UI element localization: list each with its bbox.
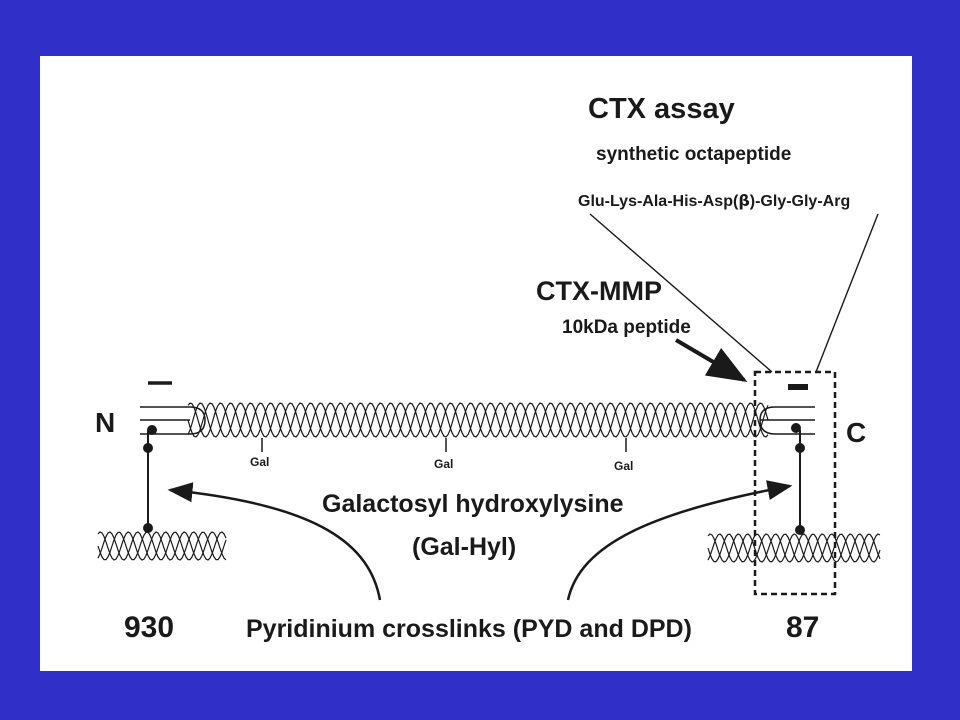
n-telopeptide [140, 381, 206, 435]
gal-site-1: Gal [250, 438, 269, 469]
svg-text:Gal: Gal [614, 459, 633, 473]
peptide-sequence: Glu-Lys-Ala-His-Asp(β)-Gly-Gly-Arg [578, 191, 850, 210]
pyridinium-arrow-right [566, 480, 793, 601]
crosslink-left [143, 425, 157, 533]
residue-87-label: 87 [786, 611, 819, 644]
pyridinium-crosslinks-label: Pyridinium crosslinks (PYD and DPD) [246, 615, 692, 643]
ctx-assay-title: CTX assay [588, 93, 735, 125]
triple-helix-adjacent-right [707, 533, 881, 563]
helix-strand [707, 533, 881, 563]
n-terminus-label: N [95, 407, 115, 438]
assay-pointer-line-left [589, 213, 773, 373]
galactosyl-hydroxylysine-label: Galactosyl hydroxylysine [322, 490, 624, 518]
assay-pointer-line-right [815, 213, 879, 373]
helix-strand [187, 402, 769, 438]
helix-strand [97, 531, 227, 561]
diagram-panel [40, 56, 912, 671]
svg-text:Gal: Gal [434, 457, 453, 471]
residue-930-label: 930 [124, 611, 174, 644]
triple-helix-main [187, 402, 769, 438]
svg-text:Gal: Gal [250, 455, 269, 469]
c-terminus-label: C [846, 417, 866, 448]
gal-site-3: Gal [614, 438, 633, 473]
ten-kda-peptide-label: 10kDa peptide [562, 317, 691, 338]
helix-strand [187, 402, 769, 438]
helix-strand [97, 531, 227, 561]
ctx-region-box [753, 370, 837, 596]
pyridinium-arrow-left [167, 482, 382, 601]
helix-strand [97, 531, 227, 561]
crosslink-right [791, 423, 805, 535]
synthetic-octapeptide-label: synthetic octapeptide [596, 144, 791, 165]
ctx-mmp-title: CTX-MMP [536, 276, 662, 306]
gal-site-2: Gal [434, 438, 453, 471]
triple-helix-adjacent-left [97, 531, 227, 561]
c-telopeptide [759, 384, 815, 435]
helix-strand [707, 533, 881, 563]
ctx-mmp-arrow [674, 338, 748, 383]
helix-strand [187, 402, 769, 438]
gal-hyl-label: (Gal-Hyl) [412, 533, 516, 561]
